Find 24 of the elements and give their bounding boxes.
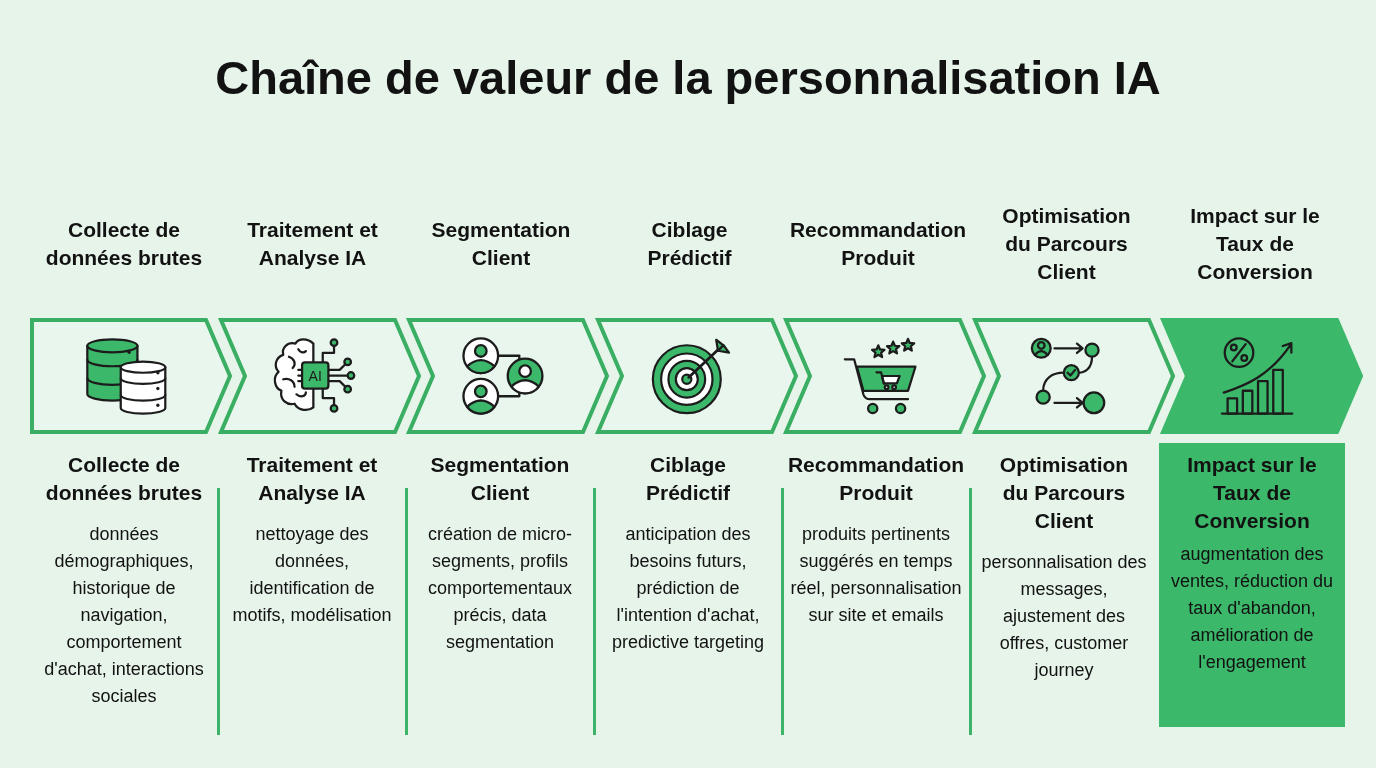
step-description: produits pertinents suggérés en temps réel, personnalisation sur site et emails — [790, 523, 962, 627]
step-heading: Collecte de données brutes — [44, 452, 204, 506]
step-heading: Traitement et Analyse IA — [246, 217, 379, 271]
chip-label: AI — [308, 367, 323, 384]
step-description: données démographiques, historique de navigation, comportement d'achat, interactions sociales — [43, 523, 205, 708]
step-heading: Impact sur le Taux de Conversion — [1189, 203, 1321, 285]
step-description: création de micro-segments, profils comportementaux précis, data segmentation — [426, 523, 574, 654]
step-description: personnalisation des messages, ajustement des offres, customer journey — [980, 551, 1148, 682]
step-heading: Segmentation Client — [429, 452, 571, 506]
step-heading: Segmentation Client — [430, 217, 572, 271]
title: Chaîne de valeur de la personnalisation IA — [215, 50, 1161, 106]
step-heading: Traitement et Analyse IA — [245, 452, 379, 506]
step-heading: Impact sur le Taux de Conversion — [1186, 452, 1318, 534]
step-description: augmentation des ventes, réduction du taux d'abandon, amélioration de l'engagement — [1169, 543, 1335, 674]
step-heading: Ciblage Prédictif — [645, 452, 731, 506]
step-heading: Optimisation du Parcours Client — [998, 452, 1130, 534]
step-description: nettoyage des données, identification de motifs, modélisation — [231, 523, 393, 627]
step-heading: Recommandation Produit — [788, 217, 968, 271]
step-heading: Recommandation Produit — [786, 452, 966, 506]
step-description: anticipation des besoins futurs, prédiction de l'intention d'achat, predictive targeting — [610, 523, 766, 654]
step-heading: Optimisation du Parcours Client — [1001, 203, 1132, 285]
step-heading: Collecte de données brutes — [44, 217, 204, 271]
highlight-panel — [1159, 443, 1345, 727]
step-heading: Ciblage Prédictif — [646, 217, 733, 271]
